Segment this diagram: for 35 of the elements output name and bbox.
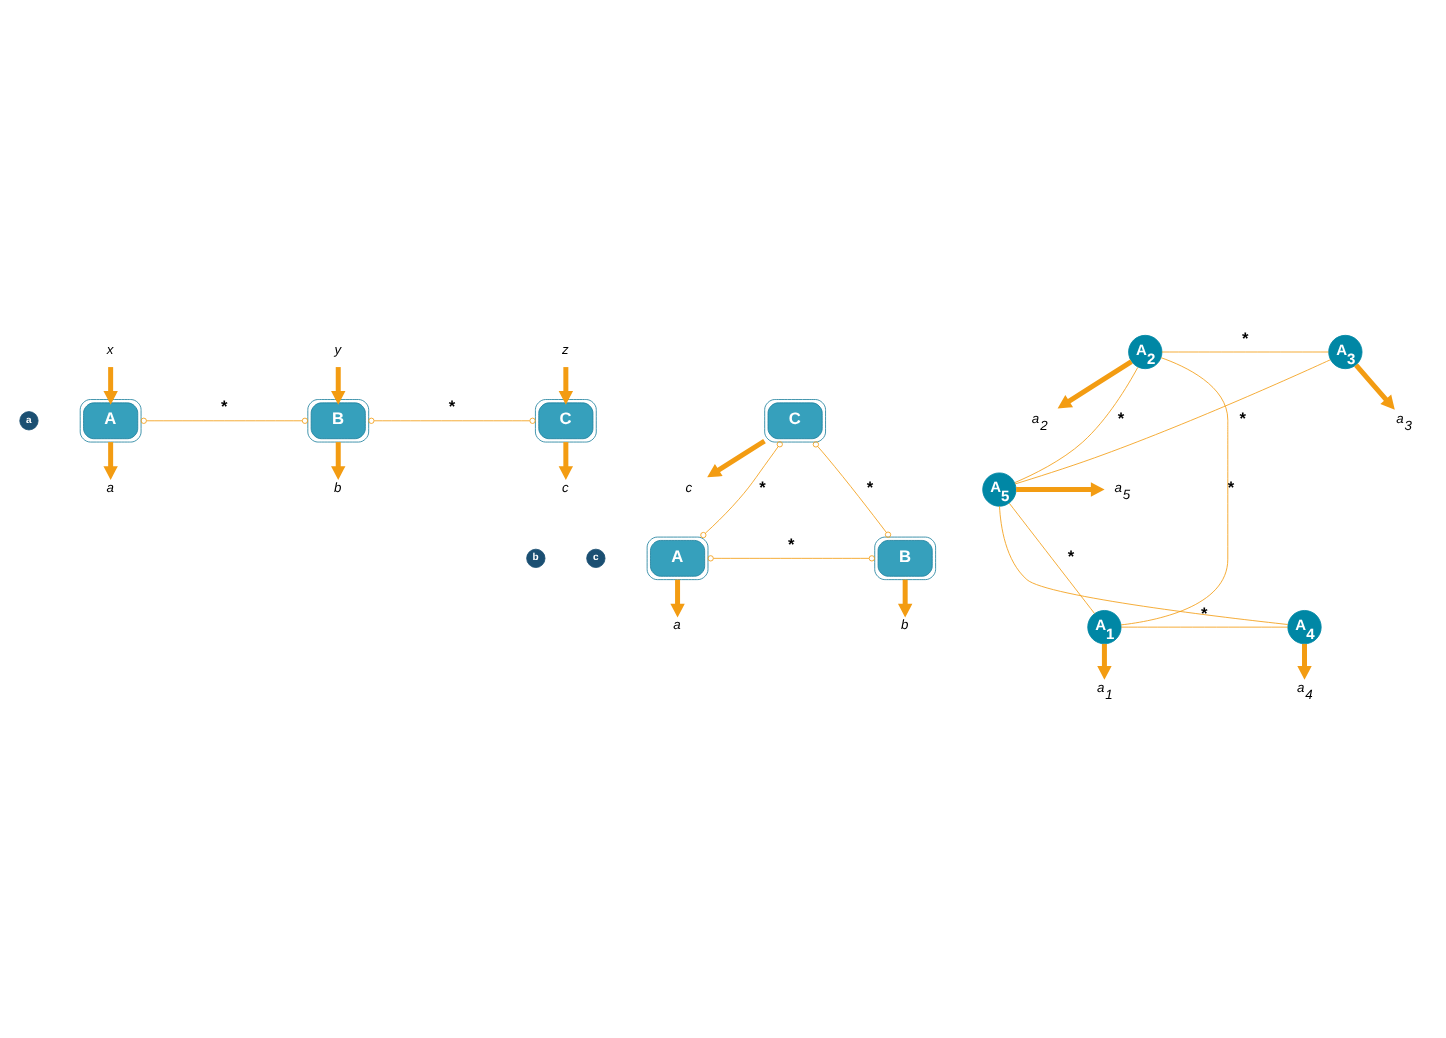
arrow (331, 441, 346, 479)
edge-label: * (866, 475, 874, 496)
connector (1120, 356, 1229, 625)
arrow (1016, 481, 1105, 496)
connector (1014, 358, 1331, 484)
arrow (1354, 362, 1395, 409)
edge-label: * (221, 395, 228, 416)
arrow (670, 578, 685, 617)
edge-label: * (1239, 407, 1246, 428)
edge-label: * (448, 395, 456, 416)
arrow (558, 441, 574, 479)
connector (999, 504, 1289, 624)
arrow (1097, 642, 1112, 679)
arrow (103, 366, 118, 404)
connector (1014, 365, 1139, 482)
edge-label: * (1201, 601, 1208, 622)
arrow (558, 366, 574, 404)
connector (700, 440, 783, 538)
connector (1008, 501, 1095, 613)
connector (1120, 625, 1289, 627)
edge-label: * (1227, 475, 1235, 496)
connector (812, 440, 892, 537)
connector (368, 416, 536, 423)
arrow (331, 366, 346, 404)
connector (140, 416, 309, 423)
edge-label: * (788, 533, 795, 554)
arrow (103, 441, 118, 479)
edge-label: * (1067, 544, 1075, 565)
arrow (1297, 642, 1312, 679)
arrow (897, 578, 913, 617)
arrow (1057, 358, 1133, 408)
edge-label: * (759, 475, 766, 496)
edge-label: * (1117, 407, 1125, 428)
arrow (707, 437, 766, 477)
connector (707, 554, 875, 561)
